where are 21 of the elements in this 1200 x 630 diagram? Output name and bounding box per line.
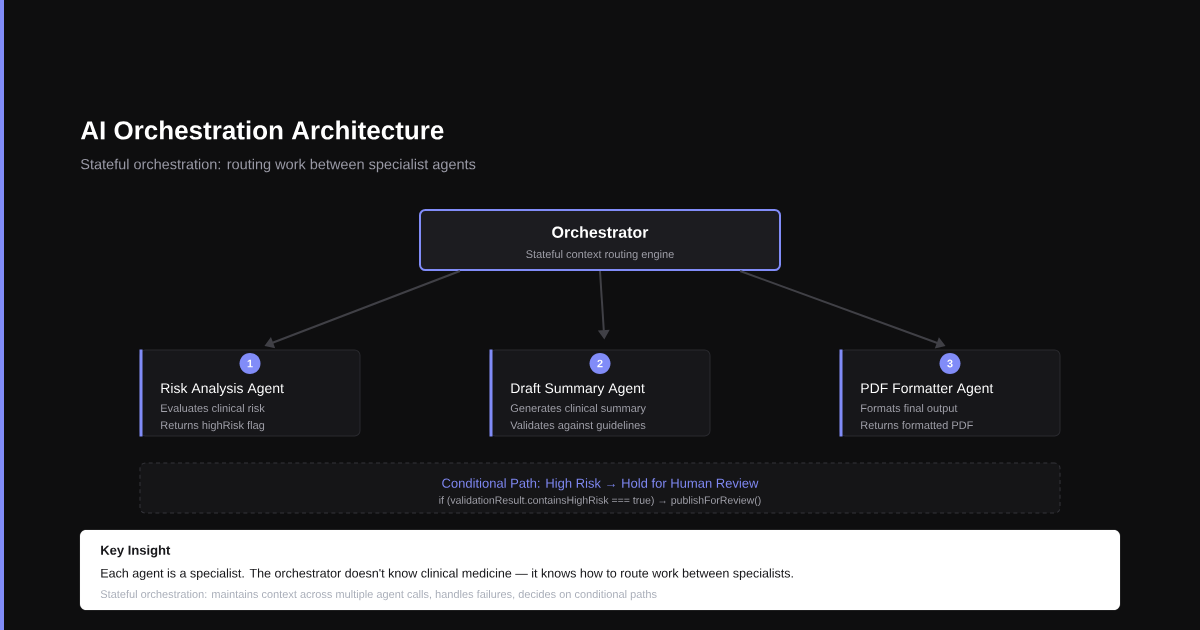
box-subtitle: Stateful context routing engine bbox=[526, 250, 674, 261]
number-badge: 1 bbox=[239, 353, 261, 374]
card-heading: Key Insight bbox=[101, 545, 171, 558]
box-title: Orchestrator bbox=[552, 226, 649, 238]
subtitle: Stateful orchestration: routing work between specialist agents bbox=[80, 158, 476, 173]
card-detail: Validates against guidelines bbox=[510, 421, 646, 432]
insight-note: Stateful orchestration: maintains context across multiple agent calls, handles failures, decides on conditional paths bbox=[100, 590, 657, 601]
card-detail: Generates clinical summary bbox=[510, 404, 646, 415]
card-title: Risk Analysis Agent bbox=[161, 382, 284, 396]
card-detail: Formats final output bbox=[861, 404, 958, 415]
diagram-title: AI Orchestration Architecture bbox=[80, 120, 444, 140]
card-title: PDF Formatter Agent bbox=[861, 383, 994, 396]
card-detail: Returns formatted PDF bbox=[861, 421, 973, 430]
number-badge: 3 bbox=[939, 353, 961, 374]
number-badge: 2 bbox=[589, 353, 611, 374]
card-detail: Evaluates clinical risk bbox=[161, 404, 265, 413]
card-detail: Returns highRisk flag bbox=[161, 421, 265, 432]
code-line: if (validationResult.containsHighRisk === true) → publishForReview() bbox=[439, 496, 761, 506]
card-title: Draft Summary Agent bbox=[511, 382, 645, 396]
path-title: Conditional Path: High Risk → Hold for Human Review bbox=[442, 478, 759, 491]
insight-text: Each agent is a specialist. The orchestrator doesn't know clinical medicine — it knows how to route work between specialists. bbox=[101, 568, 793, 581]
